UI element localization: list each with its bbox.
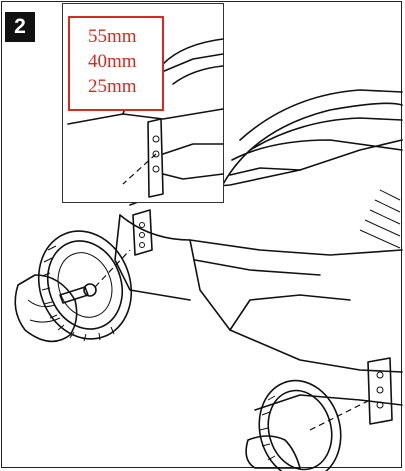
wheel-icon xyxy=(37,230,133,342)
height-value-low: 25mm xyxy=(88,76,137,97)
height-value-high: 55mm xyxy=(88,26,137,47)
height-value-medium: 40mm xyxy=(88,51,137,72)
step-number-badge: 2 xyxy=(5,12,35,42)
axle-bolt-icon xyxy=(59,283,97,304)
cutting-height-label-box: 55mm 40mm 25mm xyxy=(68,16,164,111)
